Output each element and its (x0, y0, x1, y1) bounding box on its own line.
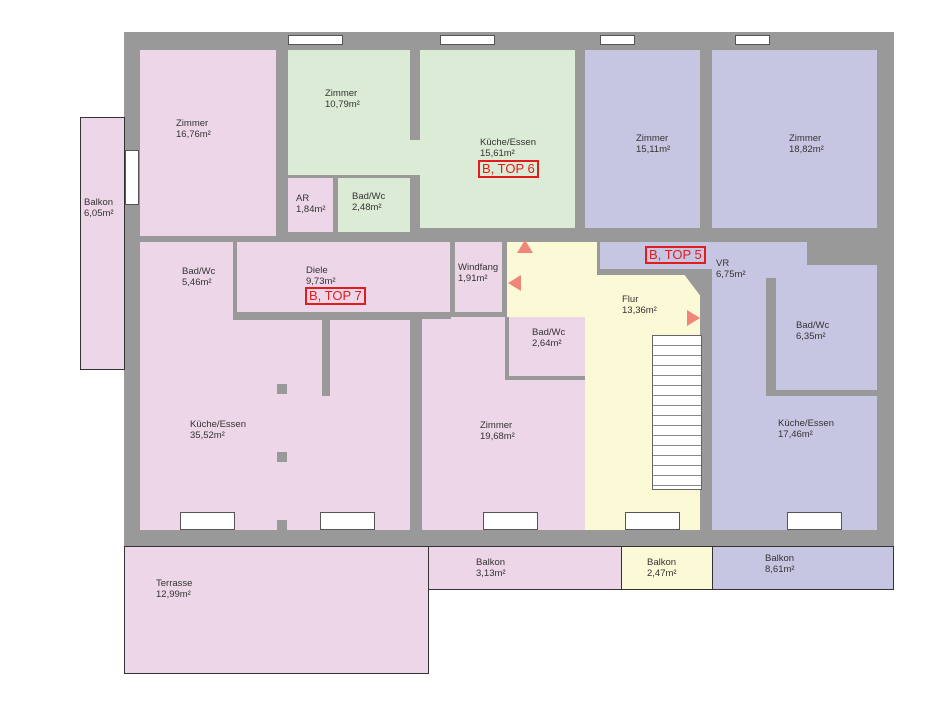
room-zimmer-1882 (712, 50, 877, 228)
balkon-247 (621, 546, 713, 590)
balkon-left (80, 117, 125, 370)
room-badwc-248 (338, 178, 410, 232)
balcony-door (180, 512, 235, 530)
column (277, 452, 287, 462)
balcony-door (787, 512, 842, 530)
wall-bad5 (766, 278, 776, 396)
entrance-arrow-left-icon (508, 275, 521, 291)
room-badwc-546 (140, 242, 233, 328)
balcony-door (483, 512, 538, 530)
green-connector (288, 140, 420, 175)
unit-tag-top5: B, TOP 5 (645, 246, 706, 264)
room-diele (237, 242, 450, 312)
wall-bad-mid-bottom (505, 376, 585, 380)
window (735, 35, 770, 45)
room-kueche-1561 (420, 50, 575, 228)
balkon-313 (428, 546, 622, 590)
terrasse (124, 546, 429, 674)
room-windfang (455, 242, 502, 312)
entrance-arrow-up-icon (517, 240, 533, 253)
room-kueche-3552 (140, 320, 410, 530)
window (288, 35, 343, 45)
column (277, 384, 287, 394)
wall-diele (276, 312, 451, 319)
unit-tag-top6: B, TOP 6 (478, 160, 539, 178)
balcony-door (625, 512, 680, 530)
window (600, 35, 635, 45)
wall-bad-mid (505, 317, 509, 379)
column (277, 520, 287, 530)
room-zimmer-1511 (585, 50, 700, 228)
room-zimmer-1676 (140, 50, 276, 236)
staircase (652, 335, 702, 490)
entrance-arrow-right-icon (687, 310, 700, 326)
balcony-door (125, 150, 139, 205)
wall-stub (322, 318, 330, 396)
balkon-861 (712, 546, 894, 590)
room-zimmer-1968 (422, 317, 585, 530)
window (440, 35, 495, 45)
balcony-door (320, 512, 375, 530)
wall-bad5-bottom (766, 390, 877, 396)
unit-tag-top7: B, TOP 7 (305, 287, 366, 305)
room-ar (288, 178, 333, 232)
room-badwc-635 (776, 285, 877, 390)
